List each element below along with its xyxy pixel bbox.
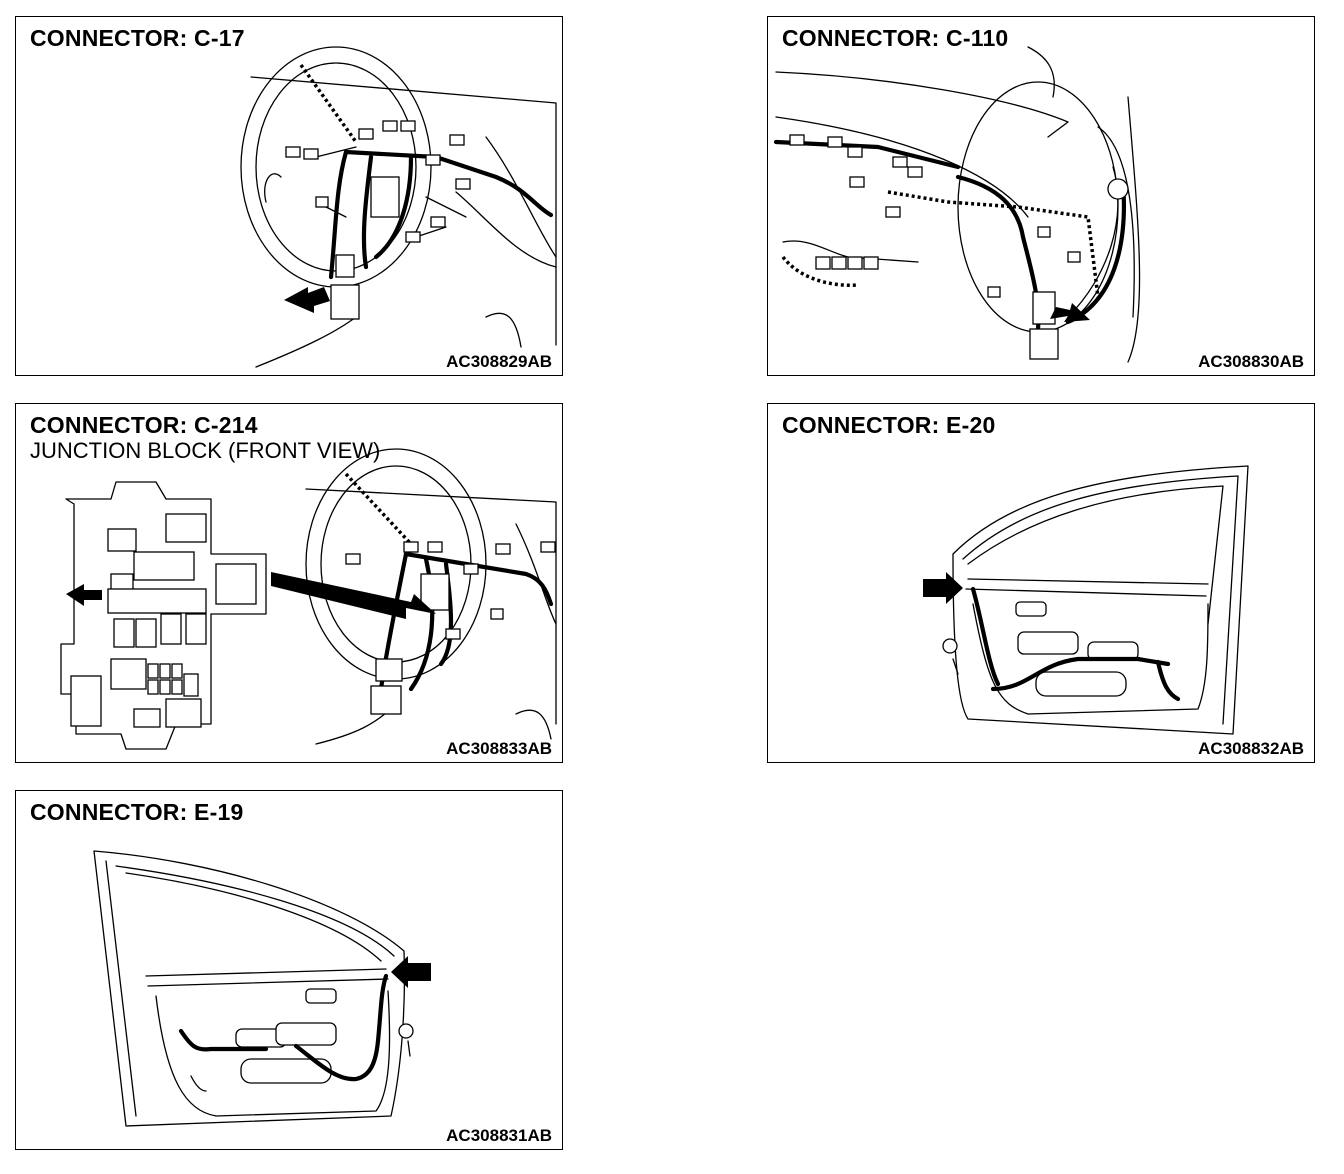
figure-code: AC308829AB bbox=[446, 352, 552, 371]
figure-code: AC308833AB bbox=[446, 739, 552, 758]
panel-title: CONNECTOR: E-20 bbox=[782, 412, 996, 438]
figure-code: AC308830AB bbox=[1198, 352, 1304, 371]
panel-title: CONNECTOR: C-110 bbox=[782, 25, 1009, 51]
panel-title: CONNECTOR: C-17 bbox=[30, 25, 245, 51]
connector-c110-panel: CONNECTOR: C-110 bbox=[767, 16, 1315, 376]
junction-block-and-dashboard-illustration bbox=[60, 448, 557, 750]
panel-subtitle: JUNCTION BLOCK (FRONT VIEW) bbox=[30, 438, 381, 463]
figure-code: AC308831AB bbox=[446, 1126, 552, 1145]
dashboard-side-harness-illustration bbox=[773, 46, 1141, 363]
connector-c17-panel: CONNECTOR: C-17 bbox=[15, 16, 563, 376]
panel-title: CONNECTOR: C-214 bbox=[30, 412, 258, 438]
dashboard-harness-illustration bbox=[240, 46, 557, 368]
connector-e19-panel: CONNECTOR: E-19 AC308831AB bbox=[15, 790, 563, 1150]
connector-e20-panel: CONNECTOR: E-20 AC308832AB bbox=[767, 403, 1315, 763]
left-door-harness-illustration bbox=[93, 850, 431, 1127]
panel-title: CONNECTOR: E-19 bbox=[30, 799, 244, 825]
figure-code: AC308832AB bbox=[1198, 739, 1304, 758]
right-door-harness-illustration bbox=[923, 465, 1249, 735]
connector-c214-panel: CONNECTOR: C-214 JUNCTION BLOCK (FRONT V… bbox=[15, 403, 563, 763]
